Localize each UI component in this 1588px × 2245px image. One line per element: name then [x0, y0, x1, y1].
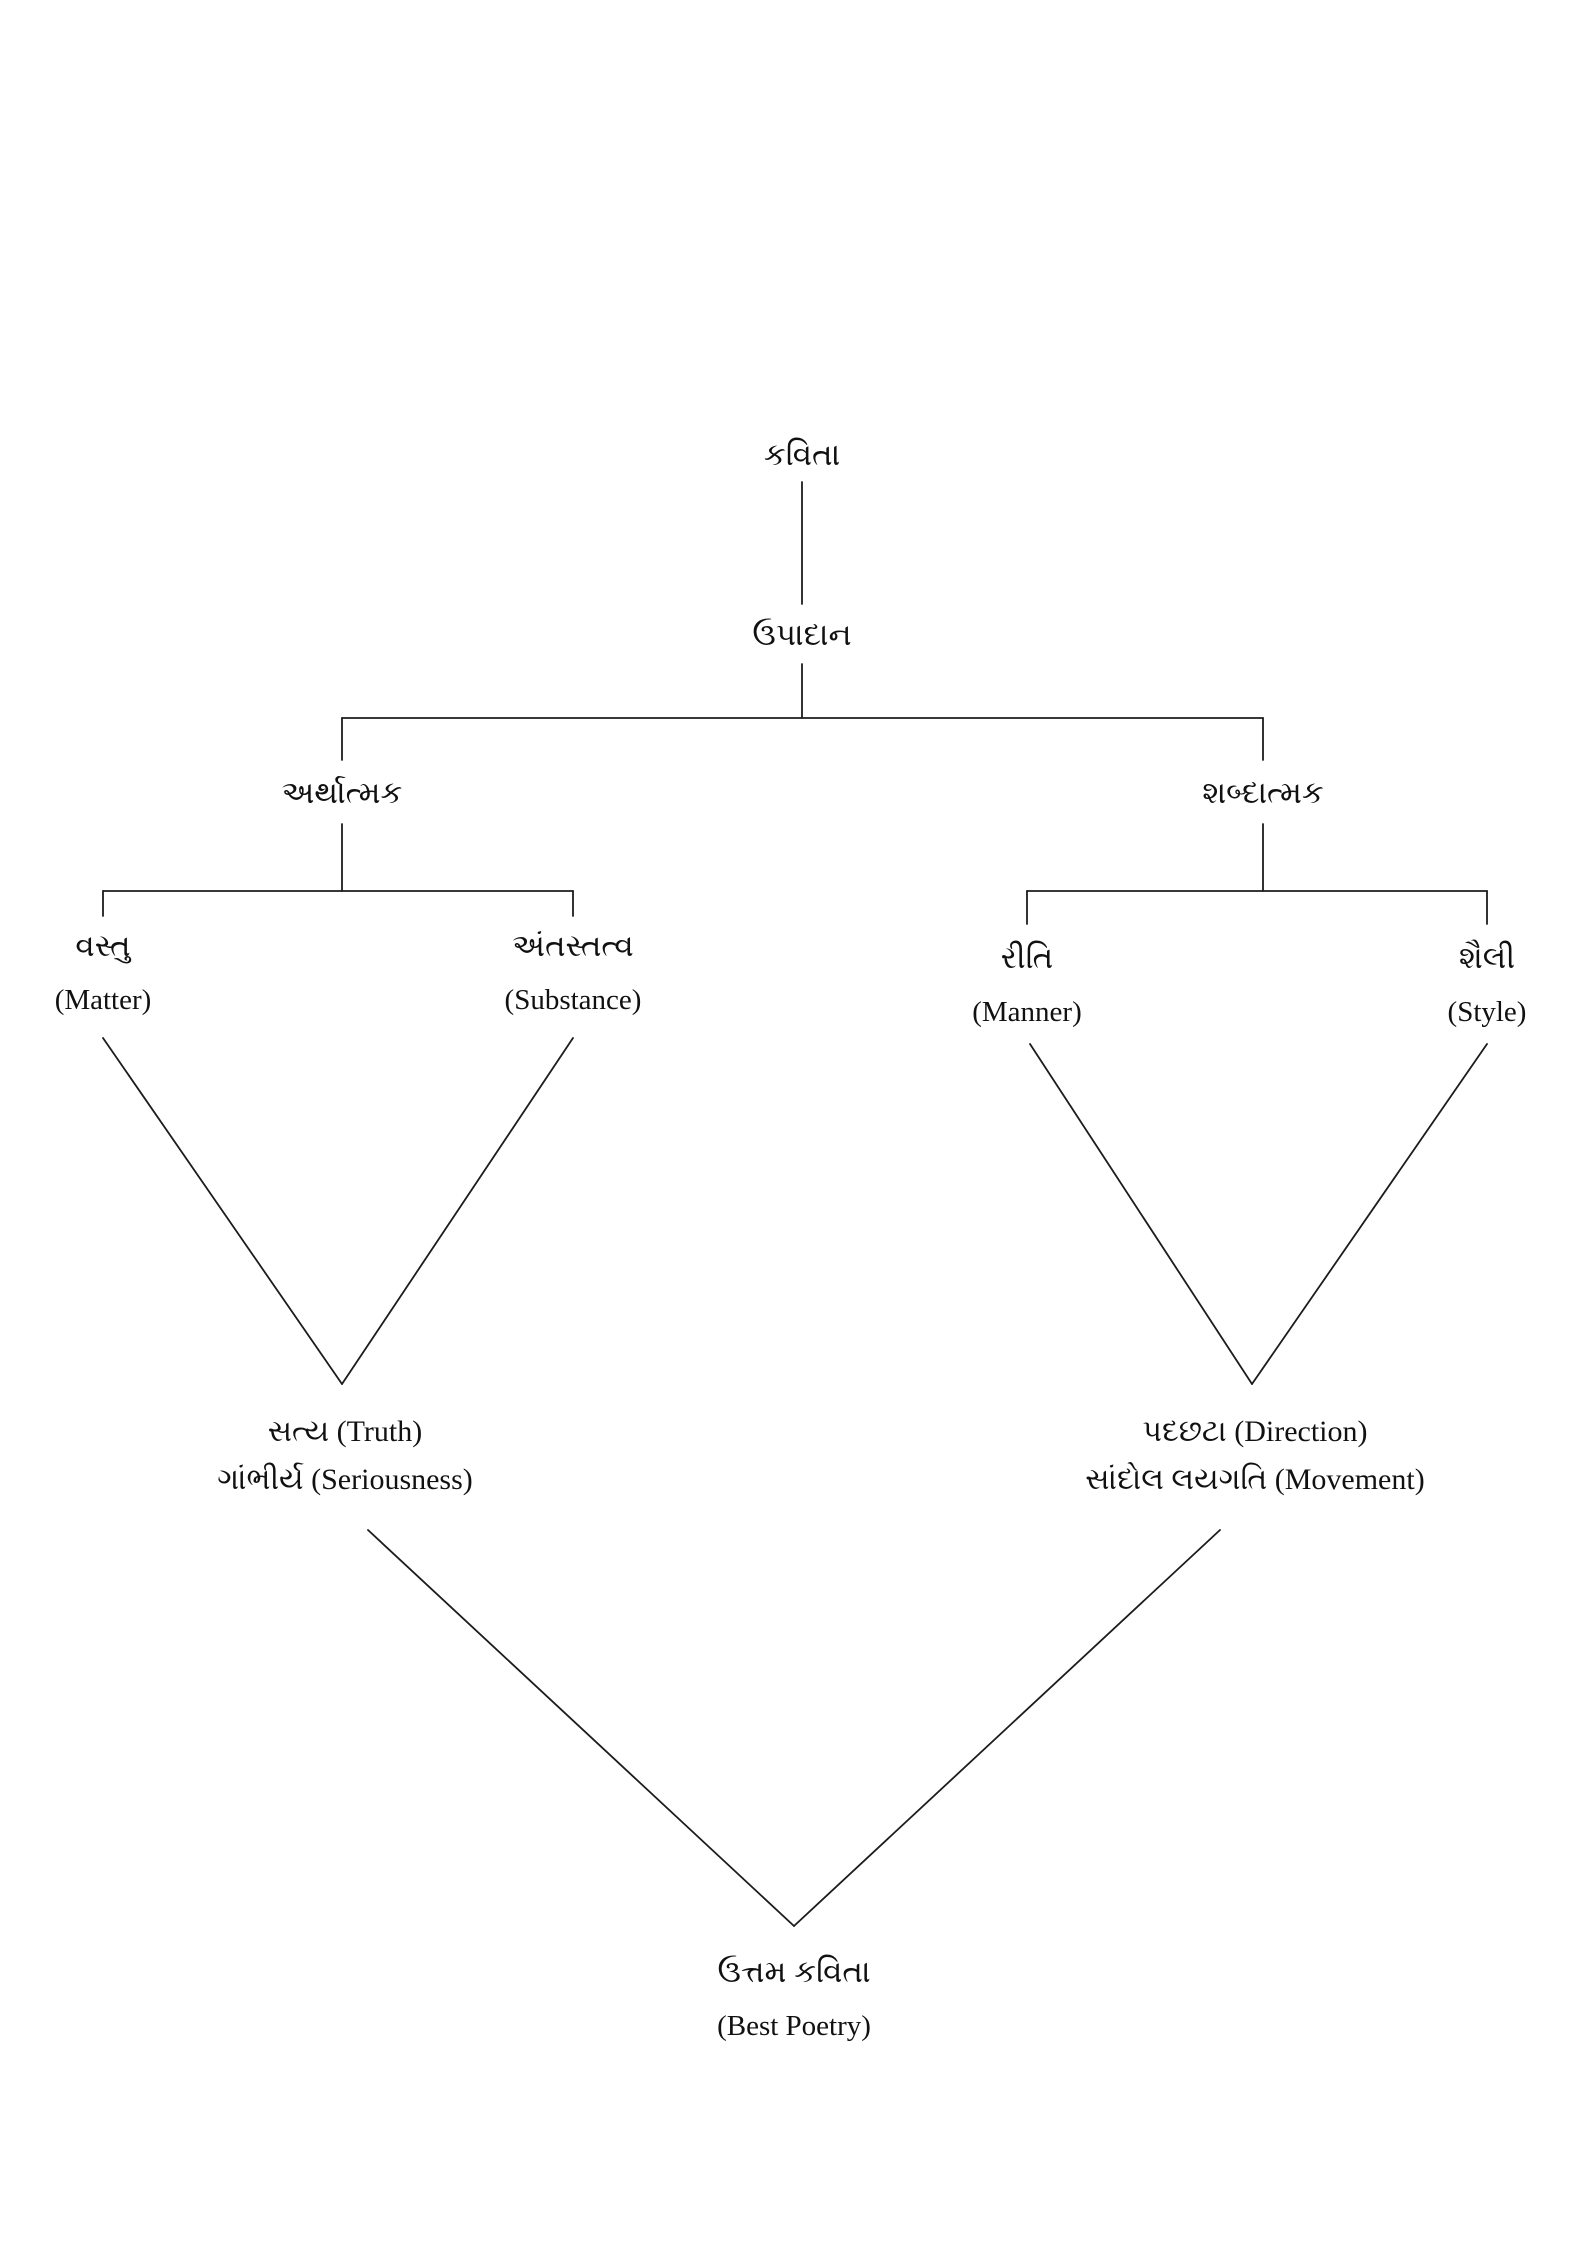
- node-manner-english: (Manner): [972, 996, 1082, 1028]
- node-truth-line: સત્ય (Truth): [267, 1415, 423, 1448]
- node-matter-english: (Matter): [54, 984, 152, 1016]
- node-best-poetry: ઉત્તમ કવિતા (Best Poetry): [717, 1954, 871, 2044]
- node-shabdatmak: શબ્દાત્મક: [1202, 775, 1324, 811]
- node-style-gujarati: શૈલી: [1458, 940, 1516, 975]
- connector-line: [102, 1037, 343, 1385]
- node-truth-seriousness: સત્ય (Truth) ગાંભીર્ય (Seriousness): [217, 1414, 473, 1498]
- node-movement-line: સાંદોલ લયગતિ (Movement): [1085, 1463, 1425, 1496]
- connector-line: [1251, 1043, 1488, 1385]
- node-best-poetry-english: (Best Poetry): [717, 2010, 871, 2042]
- connector-line: [793, 1529, 1221, 1927]
- node-poetry-root-label: કવિતા: [763, 437, 841, 472]
- connector-line: [367, 1529, 795, 1927]
- node-shabdatmak-label: શબ્દાત્મક: [1202, 775, 1324, 810]
- node-poetry-root: કવિતા: [764, 437, 840, 473]
- node-arthatmak-label: અર્થાત્મક: [281, 775, 403, 810]
- node-manner: રીતિ (Manner): [972, 940, 1082, 1030]
- node-substance-gujarati: અંતસ્તત્વ: [512, 928, 634, 963]
- node-best-poetry-gujarati: ઉત્તમ કવિતા: [717, 1954, 871, 1989]
- node-arthatmak: અર્થાત્મક: [282, 775, 403, 811]
- node-matter-gujarati: વસ્તુ: [75, 928, 131, 963]
- node-upadan-label: ઉપાદાન: [752, 617, 852, 652]
- node-direction-movement: પદછટા (Direction) સાંદોલ લયગતિ (Movement…: [1085, 1414, 1424, 1498]
- node-substance: અંતસ્તત્વ (Substance): [505, 928, 642, 1018]
- node-style-english: (Style): [1447, 996, 1527, 1028]
- node-matter: વસ્તુ (Matter): [55, 928, 152, 1018]
- node-upadan: ઉપાદાન: [752, 617, 851, 653]
- connector-line: [341, 1037, 574, 1385]
- connector-line: [1029, 1043, 1253, 1385]
- node-style: શૈલી (Style): [1448, 940, 1527, 1030]
- node-seriousness-line: ગાંભીર્ય (Seriousness): [217, 1463, 473, 1496]
- node-direction-line: પદછટા (Direction): [1142, 1415, 1368, 1448]
- node-substance-english: (Substance): [504, 984, 642, 1016]
- node-manner-gujarati: રીતિ: [1000, 940, 1054, 975]
